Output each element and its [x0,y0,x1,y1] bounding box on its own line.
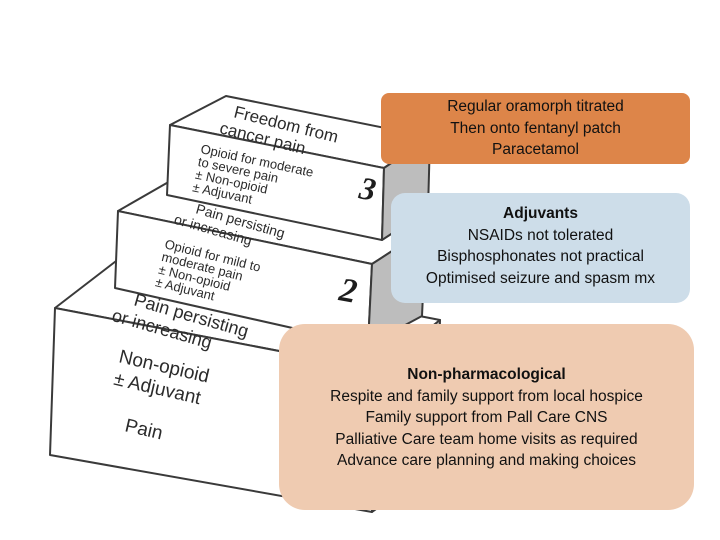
non-pharmacological-box: Non-pharmacological Respite and family s… [279,324,694,510]
step3-medication-line: Regular oramorph titrated [447,98,624,115]
adjuvants-box: Adjuvants NSAIDs not tolerated Bisphosph… [391,193,690,303]
adjuvants-heading: Adjuvants [503,205,578,222]
adjuvants-line: NSAIDs not tolerated [467,226,614,244]
non-pharmacological-line: Palliative Care team home visits as requ… [335,430,638,448]
step3-medication-line: Then onto fentanyl patch [450,119,621,137]
non-pharmacological-line: Family support from Pall Care CNS [365,409,608,426]
step3-number: 3 [356,169,379,207]
adjuvants-line: Optimised seizure and spasm mx [425,269,656,287]
adjuvants-line: Bisphosphonates not practical [437,248,644,265]
step3-medication-box: Regular oramorph titrated Then onto fent… [381,93,690,164]
step3-medication-line: Paracetamol [491,141,579,158]
non-pharmacological-line: Advance care planning and making choices [337,452,636,469]
non-pharmacological-line: Respite and family support from local ho… [330,387,643,405]
non-pharmacological-heading: Non-pharmacological [407,366,566,383]
